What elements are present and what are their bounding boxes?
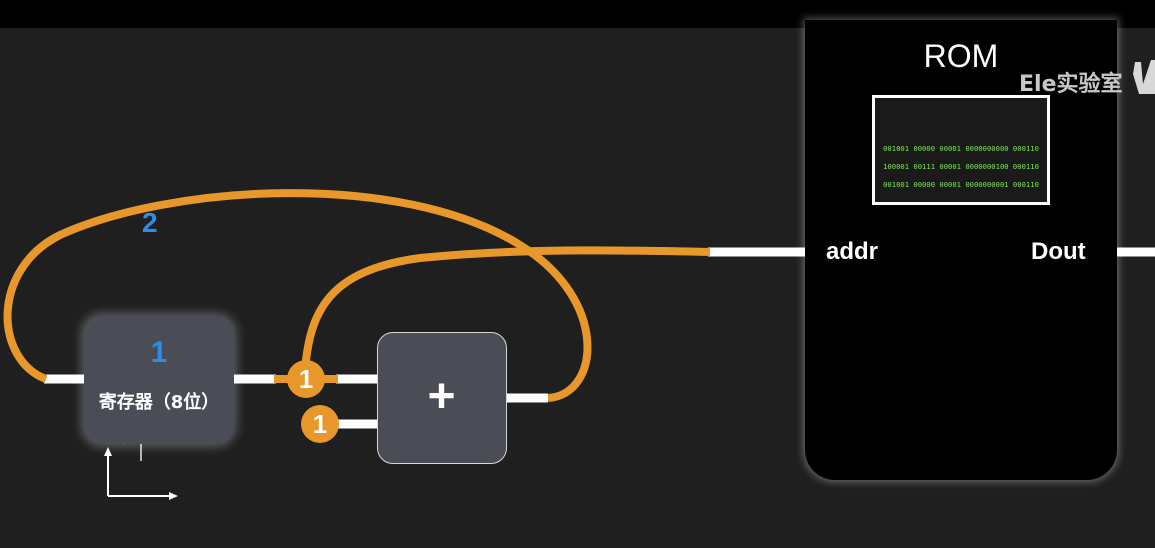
adder-block: + xyxy=(377,332,507,464)
rom-block: ROM 001001 00000 00001 0000000000 000110… xyxy=(805,20,1117,480)
rom-line: 001001 00000 00001 0000000001 000110 xyxy=(883,180,1039,189)
register-block: 1 寄存器（8位） xyxy=(84,316,234,444)
pc-value-badge: 1 xyxy=(287,360,325,398)
watermark-text: Ele实验室 xyxy=(1019,72,1123,97)
pc-to-rom-wire xyxy=(301,246,711,371)
watermark-logo-icon xyxy=(1133,60,1155,94)
register-value: 1 xyxy=(150,336,168,369)
rom-title: ROM xyxy=(923,38,999,74)
rom-memory-contents: 001001 00000 00001 0000000000 000110 100… xyxy=(872,95,1050,205)
plus-icon: + xyxy=(427,370,456,423)
register-label: 寄存器（8位） xyxy=(98,392,220,413)
rom-dout-label: Dout xyxy=(1031,238,1086,265)
rom-line: 100001 00111 00001 0000000100 000110 xyxy=(883,162,1039,171)
axis-y-arrow-icon xyxy=(104,447,112,456)
rom-line: 001001 00000 00001 0000000000 000110 xyxy=(883,144,1039,153)
feedback-wire xyxy=(3,189,592,402)
feedback-wire-value: 2 xyxy=(142,207,158,238)
rom-addr-label: addr xyxy=(826,238,879,265)
constant-one-badge: 1 xyxy=(301,405,339,443)
axis-x-arrow-icon xyxy=(169,492,178,500)
